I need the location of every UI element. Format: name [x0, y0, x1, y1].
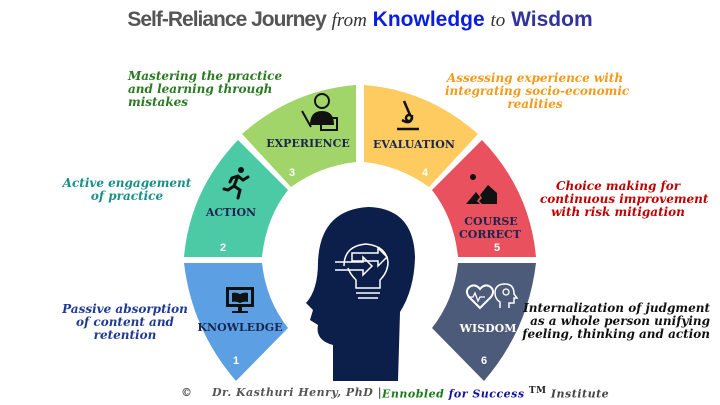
stage-number: 4 — [422, 167, 429, 179]
title-part: to — [490, 10, 506, 31]
description-line: and learning through — [128, 82, 273, 96]
title-part: Self-Reliance Journey — [127, 8, 326, 31]
stage-label: KNOWLEDGE — [198, 321, 283, 334]
description-line: feeling, thinking and action — [522, 327, 710, 341]
description-line: of practice — [90, 189, 164, 203]
mountain-sun-icon — [466, 174, 497, 204]
stage-label: WISDOM — [459, 322, 517, 335]
segment-experience — [242, 85, 356, 187]
description-line: Passive absorption — [62, 302, 188, 316]
stage-action: ACTION 2 — [184, 140, 288, 257]
description-line: realities — [507, 97, 563, 111]
segment-evaluation — [364, 85, 478, 187]
brand-part: Ennobled — [382, 387, 445, 401]
title-part: Knowledge — [372, 8, 485, 31]
stage-knowledge: KNOWLEDGE 1 — [184, 263, 288, 381]
wisdom-description: Internalization of judgment as a whole p… — [520, 302, 710, 341]
title-part: from — [331, 10, 367, 31]
description-line: Choice making for — [555, 179, 681, 193]
description-line: continuous improvement — [540, 192, 709, 206]
stage-label: EVALUATION — [373, 138, 455, 151]
title-part: Wisdom — [511, 8, 593, 31]
brand-part: Institute — [550, 387, 610, 401]
brand-part: for Success — [448, 387, 525, 401]
stage-number: 1 — [233, 355, 239, 367]
teacher-icon — [301, 93, 338, 131]
description-line: Internalization of judgment — [523, 301, 710, 315]
segment-knowledge — [184, 263, 288, 381]
stage-label-2: CORRECT — [459, 228, 522, 241]
description-line: of content and — [76, 315, 174, 329]
description-line: retention — [93, 328, 157, 342]
description-line: Assessing experience with — [446, 71, 624, 85]
segment-action — [184, 140, 288, 257]
stage-label: EXPERIENCE — [266, 137, 349, 150]
stage-label: COURSE — [464, 215, 517, 228]
description-line: Mastering the practice — [128, 69, 283, 83]
running-person-icon — [222, 167, 250, 200]
course-correct-description: Choice making for continuous improvement… — [540, 179, 709, 219]
author: Dr. Kasthuri Henry, PhD | — [212, 386, 383, 399]
evaluation-description: Assessing experience with integrating so… — [445, 71, 630, 111]
stage-course-correct: COURSE CORRECT 5 — [432, 140, 536, 257]
description-line: as a whole person unifying — [530, 314, 710, 328]
stage-number: 6 — [481, 355, 487, 367]
knowledge-description: Passive absorption of content and retent… — [62, 303, 188, 342]
stage-label: ACTION — [205, 206, 256, 219]
stage-number: 3 — [289, 167, 295, 179]
stage-wisdom: WISDOM 6 — [432, 263, 536, 381]
microscope-icon — [397, 100, 419, 131]
trademark: TM — [528, 386, 547, 396]
description-line: with risk mitigation — [551, 205, 685, 219]
stage-number: 2 — [220, 242, 226, 254]
segment-wisdom — [432, 263, 536, 381]
experience-description: Mastering the practice and learning thro… — [128, 70, 282, 109]
description-line: integrating socio-economic — [445, 84, 630, 98]
head-lightbulb-icon — [306, 207, 415, 381]
description-line: Active engagement — [62, 176, 192, 190]
action-description: Active engagement of practice — [62, 177, 192, 203]
computer-book-icon — [226, 287, 254, 313]
stage-experience: EXPERIENCE 3 — [242, 85, 356, 187]
description-line: mistakes — [128, 95, 189, 109]
heart-mind-icon — [465, 283, 519, 310]
diagram-title: Self-Reliance Journey from Knowledge to … — [0, 8, 720, 32]
stage-evaluation: EVALUATION 4 — [364, 85, 478, 187]
copyright-symbol: © — [181, 386, 193, 399]
stage-number: 5 — [494, 242, 500, 254]
